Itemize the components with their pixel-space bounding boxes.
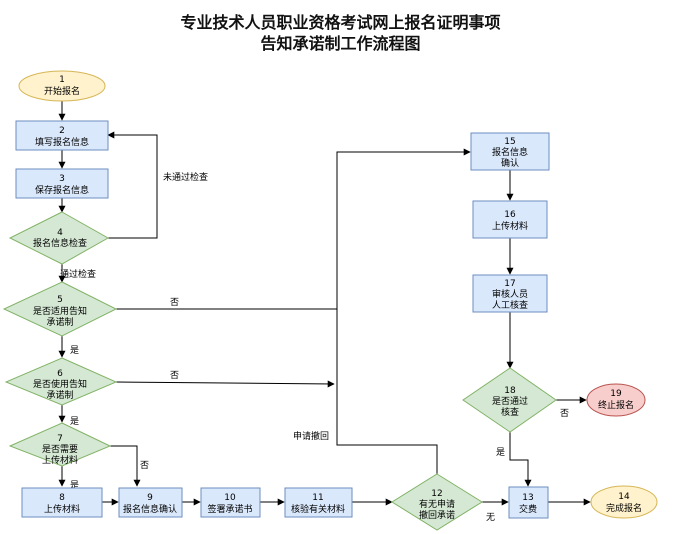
node-6: 6 是否使用告知 承诺制 — [4, 357, 118, 406]
node-16-num: 16 — [504, 210, 516, 220]
edge-5-15 — [116, 148, 471, 310]
node-9-num: 9 — [147, 493, 153, 503]
node-12-line1: 有无申请 — [419, 498, 455, 510]
node-18: 18 是否通过 核查 — [462, 367, 557, 433]
node-14-num: 14 — [618, 492, 630, 502]
node-13: 13 交费 — [508, 486, 549, 519]
edge-12-withdraw — [336, 309, 438, 474]
label-no-5: 否 — [170, 297, 179, 308]
label-no-18: 否 — [560, 408, 569, 419]
node-16-label: 上传材料 — [492, 220, 528, 232]
title-line-1: 专业技术人员职业资格考试网上报名证明事项 — [180, 13, 501, 32]
node-13-num: 13 — [522, 493, 533, 503]
node-18-num: 18 — [504, 386, 516, 396]
label-withdraw: 申请撤回 — [293, 430, 329, 442]
node-17: 17 审核人员 人工核查 — [472, 274, 548, 313]
node-10-label: 签署承诺书 — [207, 503, 252, 515]
node-1-num: 1 — [59, 75, 65, 85]
label-yes-7: 是 — [70, 480, 79, 491]
node-14: 14 完成报名 — [590, 485, 658, 519]
node-4: 4 报名信息检查 — [8, 211, 110, 265]
edge-7-9 — [110, 445, 141, 487]
edge-labels: 未通过检查 通过检查 否 是 否 是 否 是 申请撤回 无 否 是 — [60, 171, 569, 523]
node-1: 1 开始报名 — [18, 70, 106, 102]
node-7: 7 是否需要 上传材料 — [8, 422, 112, 467]
node-5-num: 5 — [57, 295, 63, 305]
node-4-num: 4 — [57, 228, 63, 238]
node-15-line2: 确认 — [501, 157, 519, 169]
node-8-num: 8 — [59, 493, 65, 503]
node-12: 12 有无申请 撤回承诺 — [391, 473, 483, 531]
node-15-num: 15 — [504, 137, 515, 147]
node-7-num: 7 — [57, 434, 63, 444]
node-18-line1: 是否通过 — [492, 395, 528, 407]
node-18-line2: 核查 — [501, 406, 519, 418]
node-12-num: 12 — [431, 489, 442, 499]
node-3-num: 3 — [59, 174, 65, 184]
node-9-label: 报名信息确认 — [123, 503, 177, 515]
label-yes-6: 是 — [70, 416, 79, 427]
node-8: 8 上传材料 — [21, 487, 103, 518]
node-10-num: 10 — [224, 493, 236, 503]
node-16: 16 上传材料 — [472, 200, 548, 239]
node-10: 10 签署承诺书 — [200, 487, 261, 518]
node-3-label: 保存报名信息 — [35, 184, 89, 196]
node-5: 5 是否适用告知 承诺制 — [2, 281, 118, 337]
edges — [58, 100, 591, 506]
node-6-num: 6 — [57, 369, 63, 379]
edge-4-2-fail — [107, 131, 158, 239]
edge-6-right — [115, 380, 335, 388]
node-19: 19 终止报名 — [586, 383, 646, 417]
node-17-line2: 人工核查 — [492, 299, 528, 311]
node-13-label: 交费 — [519, 503, 537, 515]
title-line-2: 告知承诺制工作流程图 — [260, 34, 421, 53]
label-yes-5: 是 — [70, 345, 79, 356]
node-5-line2: 承诺制 — [46, 316, 73, 328]
node-8-label: 上传材料 — [44, 503, 80, 515]
node-11-num: 11 — [312, 493, 323, 503]
node-9: 9 报名信息确认 — [118, 487, 183, 518]
node-14-label: 完成报名 — [606, 502, 642, 514]
label-none-12: 无 — [486, 512, 495, 523]
node-17-num: 17 — [504, 279, 515, 289]
node-3: 3 保存报名信息 — [15, 168, 109, 199]
label-pass-check: 通过检查 — [60, 268, 96, 280]
node-6-line1: 是否使用告知 — [33, 378, 87, 390]
node-11: 11 核验有关材料 — [284, 487, 353, 518]
label-fail-check: 未通过检查 — [163, 171, 208, 183]
node-19-label: 终止报名 — [598, 399, 634, 411]
label-yes-18: 是 — [496, 447, 505, 458]
node-6-line2: 承诺制 — [46, 389, 73, 401]
node-11-label: 核验有关材料 — [291, 503, 345, 515]
node-15-line1: 报名信息 — [492, 146, 528, 158]
node-5-line1: 是否适用告知 — [33, 305, 87, 317]
node-4-label: 报名信息检查 — [33, 237, 87, 249]
node-12-line2: 撤回承诺 — [419, 509, 455, 521]
node-7-line1: 是否需要 — [42, 444, 78, 455]
edge-18-13 — [509, 432, 532, 487]
node-17-line1: 审核人员 — [492, 288, 528, 300]
node-2: 2 填写报名信息 — [15, 120, 109, 151]
node-1-label: 开始报名 — [44, 85, 80, 97]
node-7-line2: 上传材料 — [42, 454, 78, 466]
node-2-num: 2 — [59, 126, 65, 136]
node-2-label: 填写报名信息 — [35, 136, 89, 148]
node-19-num: 19 — [610, 389, 622, 399]
label-no-6: 否 — [170, 370, 179, 381]
node-15: 15 报名信息 确认 — [470, 132, 550, 171]
label-no-7: 否 — [140, 460, 149, 471]
diagram-title: 专业技术人员职业资格考试网上报名证明事项 告知承诺制工作流程图 — [0, 12, 681, 54]
